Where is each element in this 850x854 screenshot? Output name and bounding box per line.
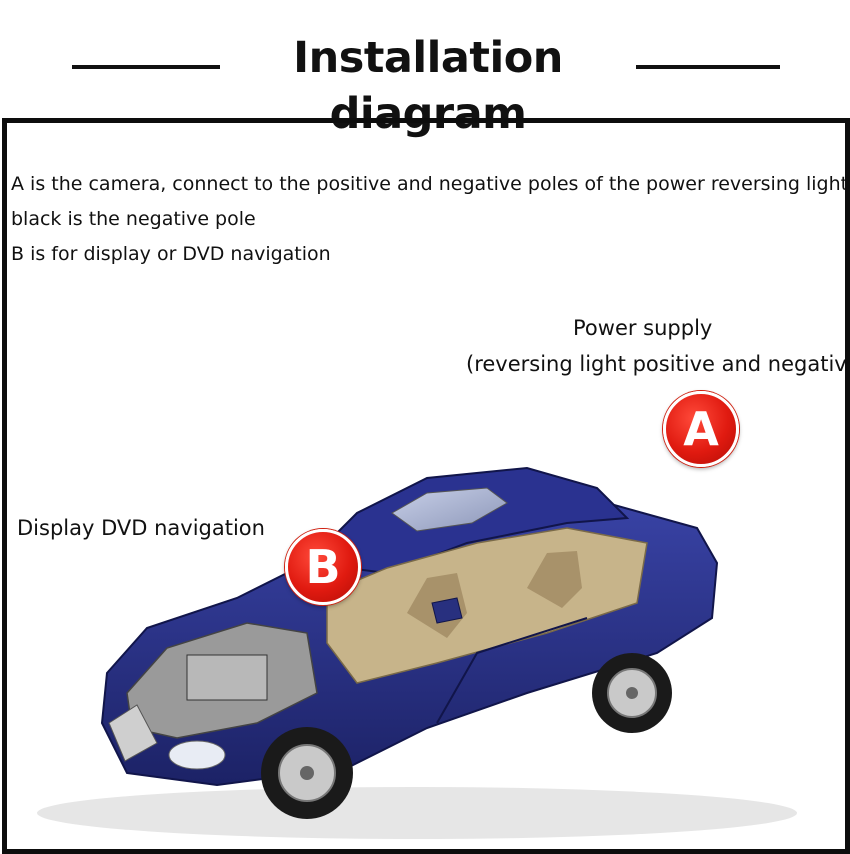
- car-seat-rear: [527, 551, 582, 608]
- car-engine-block: [186, 654, 268, 701]
- car-mirror: [431, 597, 463, 624]
- description: A is the camera, connect to the positive…: [11, 167, 850, 272]
- description-line-1: A is the camera, connect to the positive…: [11, 173, 850, 195]
- badge-b: B: [285, 529, 361, 605]
- header: Installation diagram: [0, 0, 850, 139]
- label-display: Display DVD navigation: [17, 516, 265, 540]
- car-grille: [108, 704, 158, 762]
- description-line-3: B is for display or DVD navigation: [11, 243, 331, 265]
- description-line-2: black is the negative pole: [11, 208, 256, 230]
- title-rule-right: [636, 65, 780, 69]
- title-rule-left: [72, 65, 220, 69]
- car-sunroof: [391, 487, 508, 532]
- car-hub-front: [300, 766, 314, 780]
- badge-a: A: [663, 391, 739, 467]
- car-door-line: [436, 617, 588, 724]
- car-shadow: [37, 787, 797, 839]
- diagram-frame: A is the camera, connect to the positive…: [2, 118, 850, 854]
- label-power-detail: (reversing light positive and negative): [466, 352, 850, 376]
- label-power-supply: Power supply: [573, 316, 713, 340]
- car-illustration: [37, 466, 797, 839]
- car-hub-rear: [626, 687, 638, 699]
- page-title: Installation diagram: [293, 33, 563, 139]
- car-headlight: [168, 740, 226, 770]
